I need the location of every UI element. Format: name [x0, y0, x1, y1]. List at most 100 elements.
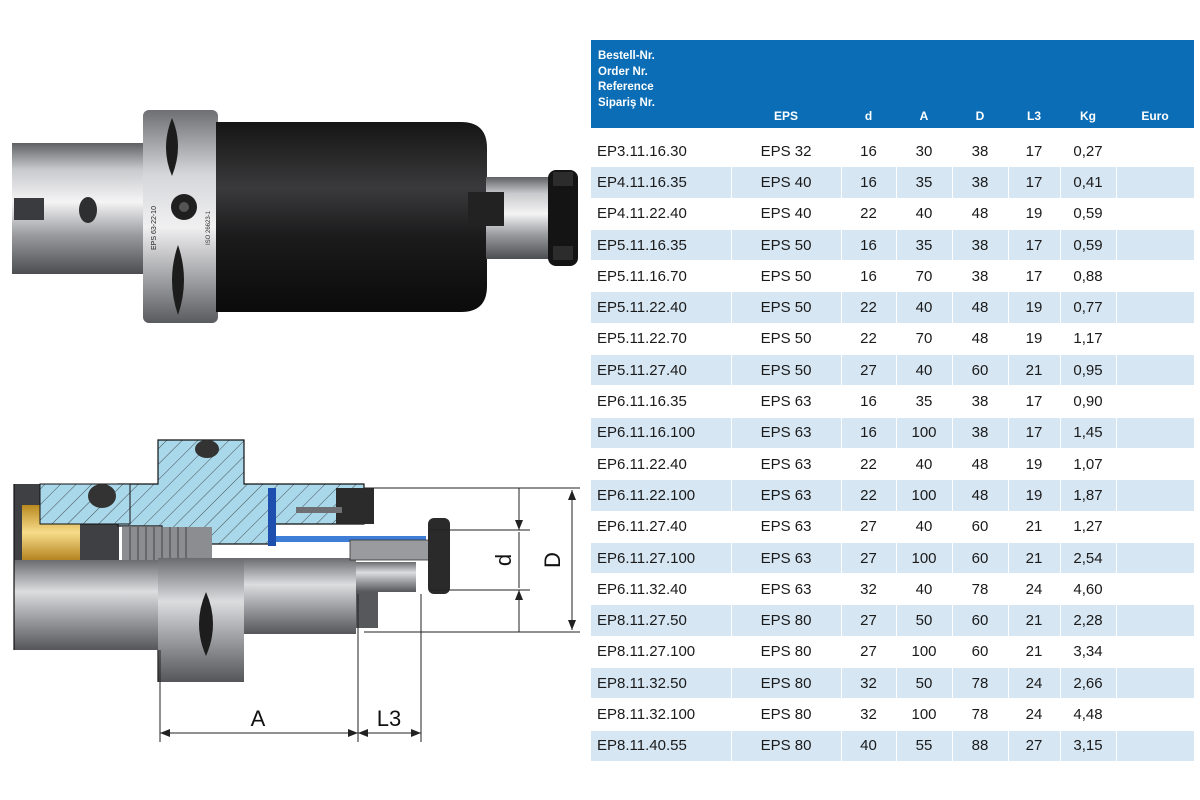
reference-header: Bestell-Nr. Order Nr. Reference Sipariş … [598, 49, 655, 111]
shank-slot [14, 198, 44, 220]
dimension-label-d-small: d [491, 554, 516, 566]
cell-d-value: 27 [841, 354, 897, 387]
cell-kg-value: 2,28 [1060, 604, 1117, 637]
cell-kg-value: 3,34 [1060, 636, 1117, 669]
cell-kg-value: 1,45 [1060, 417, 1117, 449]
cell-a-value: 35 [896, 229, 953, 262]
cell-d-outer-value: 60 [952, 542, 1009, 575]
cell-l3-value: 17 [1008, 229, 1061, 262]
section-screw-pocket [336, 488, 374, 524]
cell-d-outer-value: 60 [952, 604, 1009, 637]
dimension-label-l3: L3 [377, 706, 401, 731]
section-lower-slot [199, 592, 213, 656]
cell-euro-value [1116, 479, 1194, 512]
cell-a-value: 100 [896, 479, 953, 512]
cell-a-value: 100 [896, 636, 953, 669]
column-header-a: A [919, 109, 929, 123]
product-photo: EPS 63-22-10 ISO 26623-1 [12, 110, 578, 323]
section-thread-lines [129, 527, 187, 561]
cell-l3-value: 19 [1008, 448, 1061, 481]
shank-hole [79, 197, 97, 223]
cell-a-value: 40 [896, 573, 953, 606]
section-outline [13, 484, 159, 682]
cell-order-number: EP6.11.22.100 [591, 479, 732, 512]
cell-a-value: 35 [896, 166, 953, 199]
cell-l3-value: 27 [1008, 730, 1061, 762]
cell-l3-value: 21 [1008, 542, 1061, 575]
cell-order-number: EP5.11.27.40 [591, 354, 732, 387]
cell-d-outer-value: 38 [952, 260, 1009, 293]
cell-euro-value [1116, 698, 1194, 731]
section-hatched-left [39, 483, 131, 525]
cell-a-value: 40 [896, 511, 953, 543]
cell-d-outer-value: 48 [952, 198, 1009, 230]
cell-order-number: EP8.11.40.55 [591, 730, 732, 762]
cell-eps-size: EPS 80 [731, 730, 842, 762]
flange-screw-center [179, 202, 189, 212]
cell-euro-value [1116, 667, 1194, 700]
cell-a-value: 70 [896, 323, 953, 356]
section-hole-top [195, 440, 219, 458]
cell-d-value: 27 [841, 511, 897, 543]
cell-eps-size: EPS 50 [731, 260, 842, 293]
reference-header-line: Reference [598, 81, 654, 93]
section-coolant-channel-h [276, 536, 426, 542]
cell-d-outer-value: 38 [952, 136, 1009, 168]
cell-order-number: EP6.11.32.40 [591, 573, 732, 606]
cell-l3-value: 21 [1008, 511, 1061, 543]
cell-euro-value [1116, 730, 1194, 762]
cell-d-value: 16 [841, 136, 897, 168]
cell-d-value: 27 [841, 542, 897, 575]
section-coolant-channel [268, 488, 276, 546]
cell-euro-value [1116, 136, 1194, 168]
cell-d-outer-value: 48 [952, 479, 1009, 512]
column-header-l3: L3 [1026, 109, 1041, 123]
dimension-label-a: A [251, 706, 266, 731]
cell-l3-value: 17 [1008, 136, 1061, 168]
cell-eps-size: EPS 80 [731, 698, 842, 731]
cell-d-value: 32 [841, 698, 897, 731]
cell-euro-value [1116, 573, 1194, 606]
cell-a-value: 40 [896, 354, 953, 387]
cell-eps-size: EPS 80 [731, 667, 842, 700]
cell-d-outer-value: 48 [952, 291, 1009, 324]
cell-order-number: EP8.11.32.50 [591, 667, 732, 700]
cell-a-value: 50 [896, 667, 953, 700]
cell-l3-value: 24 [1008, 698, 1061, 731]
section-lower-shank [14, 560, 159, 650]
cell-order-number: EP8.11.27.50 [591, 604, 732, 637]
cell-a-value: 40 [896, 291, 953, 324]
cell-euro-value [1116, 166, 1194, 199]
cell-order-number: EP6.11.16.35 [591, 385, 732, 418]
cell-kg-value: 1,07 [1060, 448, 1117, 481]
cell-eps-size: EPS 63 [731, 479, 842, 512]
dimension-arrows [160, 490, 576, 737]
dimension-label-d-large: D [540, 552, 565, 568]
section-screw [296, 507, 342, 513]
reference-header-line: Bestell-Nr. [598, 50, 655, 62]
cell-kg-value: 0,59 [1060, 229, 1117, 262]
cell-kg-value: 0,88 [1060, 260, 1117, 293]
cell-l3-value: 24 [1008, 667, 1061, 700]
cell-kg-value: 0,77 [1060, 291, 1117, 324]
cell-l3-value: 19 [1008, 291, 1061, 324]
cell-a-value: 100 [896, 698, 953, 731]
cell-kg-value: 4,60 [1060, 573, 1117, 606]
section-lower-body [244, 558, 356, 634]
cell-d-value: 27 [841, 604, 897, 637]
cell-order-number: EP5.11.16.70 [591, 260, 732, 293]
